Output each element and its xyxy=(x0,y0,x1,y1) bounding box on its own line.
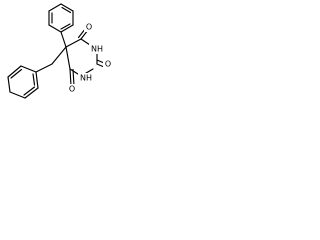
svg-text:NH: NH xyxy=(80,74,92,83)
atom-label-nh-upper: NH xyxy=(89,44,105,54)
svg-text:NH: NH xyxy=(91,45,103,54)
svg-text:O: O xyxy=(86,23,92,32)
atom-label-o-upper: O xyxy=(84,22,94,32)
phenyl-ring xyxy=(48,3,74,33)
benzyl-linker xyxy=(35,46,67,73)
atom-label-nh-lower: NH xyxy=(78,73,94,83)
atom-label-o-right: O xyxy=(103,59,113,69)
svg-text:O: O xyxy=(69,85,75,94)
svg-text:O: O xyxy=(105,60,111,69)
atom-label-o-lower: O xyxy=(67,84,77,94)
barbiturate-structure-diagram: O NH O NH O xyxy=(7,3,113,99)
benzyl-phenyl-ring xyxy=(7,65,39,99)
phenyl-attachment-bond xyxy=(60,31,67,48)
